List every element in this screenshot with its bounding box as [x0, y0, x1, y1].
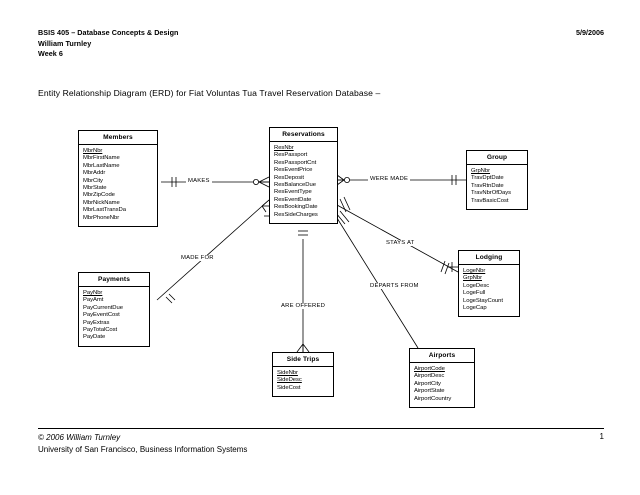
footer-institution: University of San Francisco, Business In… [38, 444, 248, 454]
attribute: ResEventPrice [274, 167, 313, 174]
attribute: PayExtras [83, 319, 110, 326]
attribute: SideNbr [277, 370, 298, 376]
attribute: PayCurrentDue [83, 304, 123, 311]
attribute: PayAmt [83, 297, 104, 304]
attribute: SideDesc [277, 377, 302, 384]
attribute: PayNbr [83, 290, 103, 296]
connector-stays-at [336, 204, 459, 273]
entity-group-attributes: GrpNbr TravDptDate TravRtnDate TravNbrOf… [467, 165, 527, 209]
entity-reservations-attributes: ResNbr ResPassport ResPassportCnt ResEve… [270, 142, 337, 223]
author-name: William Turnley [38, 38, 92, 48]
attribute: MbrPhoneNbr [83, 214, 120, 221]
relationship-label-are-offered: ARE OFFERED [279, 303, 328, 309]
attribute: TravDptDate [471, 175, 504, 182]
entity-side-trips-attributes: SideNbr SideDesc SideCost [273, 367, 333, 396]
attribute: LogeCap [463, 305, 487, 312]
footer-divider [38, 428, 604, 429]
entity-lodging-title: Lodging [459, 251, 519, 265]
attribute: MbrFirstName [83, 155, 120, 162]
attribute: ResPassport [274, 152, 308, 159]
attribute: LogeFull [463, 290, 486, 297]
entity-members-title: Members [79, 131, 157, 145]
attribute: AirportDesc [414, 373, 445, 380]
attribute: ResSideCharges [274, 211, 318, 218]
attribute: PayTotalCost [83, 327, 118, 334]
header-left-block: BSIS 405 – Database Concepts & Design Wi… [38, 28, 178, 60]
entity-airports-title: Airports [410, 349, 474, 363]
relationship-label-stays-at: STAYS AT [384, 240, 417, 246]
entity-group-title: Group [467, 151, 527, 165]
attribute: GrpNbr [463, 275, 483, 282]
footer-copyright: © 2006 William Turnley [38, 433, 121, 442]
entity-side-trips-title: Side Trips [273, 353, 333, 367]
attribute: TravNbrOfDays [471, 190, 512, 197]
attribute: ResBookingDate [274, 204, 318, 211]
attribute: MbrCity [83, 177, 103, 184]
entity-lodging-attributes: LogeNbr GrpNbr LogeDesc LogeFull LogeSta… [459, 265, 519, 316]
attribute: AirportCountry [414, 395, 452, 402]
attribute: MbrNickName [83, 199, 120, 206]
attribute: SideCost [277, 384, 301, 391]
attribute: ResEventDate [274, 196, 312, 203]
entity-payments-attributes: PayNbr PayAmt PayCurrentDue PayEventCost… [79, 287, 149, 346]
entity-lodging[interactable]: Lodging LogeNbr GrpNbr LogeDesc LogeFull… [458, 250, 520, 318]
attribute: TravBasicCost [471, 197, 509, 204]
attribute: ResNbr [274, 145, 294, 151]
connector-made-for [156, 199, 270, 301]
header-date: 5/9/2006 [576, 28, 604, 37]
attribute: ResPassportCnt [274, 159, 317, 166]
course-title: BSIS 405 – Database Concepts & Design [38, 28, 179, 37]
attribute: AirportCode [414, 366, 445, 372]
attribute: AirportState [414, 388, 445, 395]
attribute: AirportCity [414, 380, 441, 387]
page-title: Entity Relationship Diagram (ERD) for Fi… [38, 88, 381, 98]
attribute: ResBalanceDue [274, 182, 316, 189]
document-footer: © 2006 William Turnley University of San… [38, 432, 247, 455]
entity-airports-attributes: AirportCode AirportDesc AirportCity Airp… [410, 363, 474, 407]
entity-group[interactable]: Group GrpNbr TravDptDate TravRtnDate Tra… [466, 150, 528, 211]
entity-payments[interactable]: Payments PayNbr PayAmt PayCurrentDue Pay… [78, 272, 150, 347]
entity-members-attributes: MbrNbr MbrFirstName MbrLastName MbrAddr … [79, 145, 157, 226]
attribute: TravRtnDate [471, 182, 504, 189]
attribute: MbrZipCode [83, 192, 115, 199]
relationship-label-made-for: MADE FOR [179, 255, 216, 261]
attribute: MbrLastName [83, 162, 120, 169]
attribute: GrpNbr [471, 168, 491, 174]
relationship-label-were-made: WERE MADE [368, 176, 411, 182]
attribute: ResDeposit [274, 174, 304, 181]
entity-side-trips[interactable]: Side Trips SideNbr SideDesc SideCost [272, 352, 334, 398]
week-label: Week 6 [38, 49, 63, 58]
entity-reservations[interactable]: Reservations ResNbr ResPassport ResPassp… [269, 127, 338, 225]
attribute: MbrState [83, 185, 107, 192]
document-header: BSIS 405 – Database Concepts & Design Wi… [38, 28, 604, 60]
attribute: MbrNbr [83, 148, 103, 154]
attribute: PayDate [83, 334, 106, 341]
attribute: MbrAddr [83, 170, 106, 177]
relationship-label-makes: MAKES [186, 178, 212, 184]
attribute: ResEventType [274, 189, 312, 196]
attribute: PayEventCost [83, 312, 120, 319]
entity-airports[interactable]: Airports AirportCode AirportDesc Airport… [409, 348, 475, 409]
attribute: LogeNbr [463, 268, 486, 274]
footer-page-number: 1 [599, 432, 604, 441]
entity-payments-title: Payments [79, 273, 149, 287]
entity-members[interactable]: Members MbrNbr MbrFirstName MbrLastName … [78, 130, 158, 228]
attribute: LogeDesc [463, 282, 490, 289]
entity-reservations-title: Reservations [270, 128, 337, 142]
attribute: LogeStayCount [463, 297, 503, 304]
relationship-label-departs-from: DEPARTS FROM [368, 283, 421, 289]
attribute: MbrLastTransDa [83, 207, 126, 214]
